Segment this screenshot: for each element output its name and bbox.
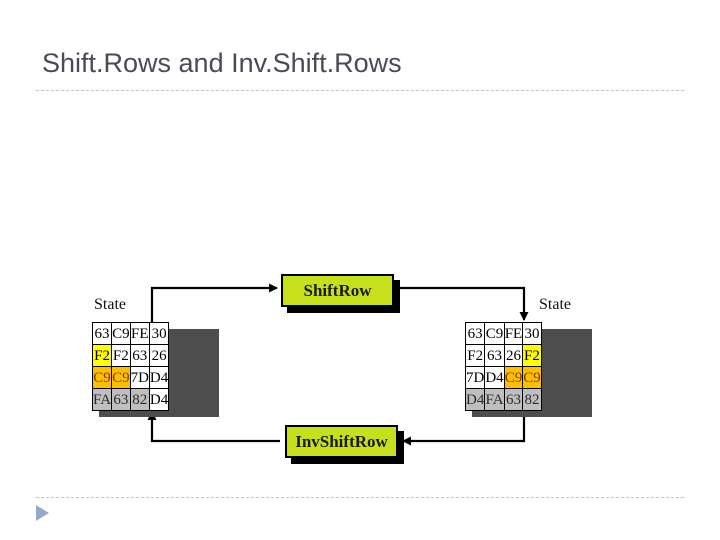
left-cell-r1-c0: F2 bbox=[91, 344, 113, 367]
left-cell-r0-c2: FE bbox=[129, 322, 150, 345]
right-cell-r3-c3: 82 bbox=[522, 388, 542, 411]
page-title: Shift.Rows and Inv.Shift.Rows bbox=[42, 48, 402, 78]
right-cell-r1-c2: 26 bbox=[503, 344, 524, 367]
left-cell-r2-c2: 7D bbox=[129, 366, 150, 389]
left-cell-r1-c1: F2 bbox=[111, 344, 131, 367]
right-cell-r3-c2: 63 bbox=[503, 388, 524, 411]
shiftrow-box[interactable]: ShiftRow bbox=[281, 274, 400, 313]
right-cell-r1-c0: F2 bbox=[464, 344, 486, 367]
right-state-label: State bbox=[539, 296, 571, 313]
triangle-bullet-icon bbox=[36, 505, 49, 521]
connector-shiftrow-to-state bbox=[400, 286, 529, 321]
footer-divider-bottom bbox=[36, 497, 684, 498]
right-cell-r1-c3: F2 bbox=[522, 344, 542, 367]
right-cell-r2-c0: 7D bbox=[464, 366, 486, 389]
invshiftrow-box-label: InvShiftRow bbox=[295, 431, 388, 451]
shiftrow-box-face[interactable]: ShiftRow bbox=[281, 274, 394, 307]
left-cell-r0-c3: 30 bbox=[148, 322, 170, 345]
left-cell-r3-c0: FA bbox=[91, 388, 113, 411]
right-cell-r2-c3: C9 bbox=[522, 366, 542, 389]
left-cell-r0-c1: C9 bbox=[111, 322, 131, 345]
shiftrow-box-label: ShiftRow bbox=[303, 280, 372, 300]
left-cell-r3-c3: D4 bbox=[148, 388, 170, 411]
right-cell-r3-c0: D4 bbox=[464, 388, 486, 411]
right-cell-r0-c1: C9 bbox=[484, 322, 505, 345]
invshiftrow-box[interactable]: InvShiftRow bbox=[285, 425, 404, 464]
right-cell-r0-c3: 30 bbox=[522, 322, 542, 345]
connector-state-to-shiftrow bbox=[150, 283, 278, 325]
left-cell-r0-c0: 63 bbox=[91, 322, 113, 345]
title-divider-top bbox=[36, 90, 684, 91]
right-cell-r0-c0: 63 bbox=[464, 322, 486, 345]
invshiftrow-box-face[interactable]: InvShiftRow bbox=[285, 425, 398, 458]
left-cell-r3-c1: 63 bbox=[111, 388, 131, 411]
left-state-label: State bbox=[94, 296, 126, 313]
left-cell-r2-c3: D4 bbox=[148, 366, 170, 389]
right-cell-r0-c2: FE bbox=[503, 322, 524, 345]
right-cell-r2-c2: C9 bbox=[503, 366, 524, 389]
left-cell-r3-c2: 82 bbox=[129, 388, 150, 411]
right-cell-r2-c1: D4 bbox=[484, 366, 505, 389]
left-cell-r2-c0: C9 bbox=[91, 366, 113, 389]
left-cell-r1-c3: 26 bbox=[148, 344, 170, 367]
right-cell-r1-c1: 63 bbox=[484, 344, 505, 367]
left-cell-r2-c1: C9 bbox=[111, 366, 131, 389]
right-cell-r3-c1: FA bbox=[484, 388, 505, 411]
left-cell-r1-c2: 63 bbox=[129, 344, 150, 367]
